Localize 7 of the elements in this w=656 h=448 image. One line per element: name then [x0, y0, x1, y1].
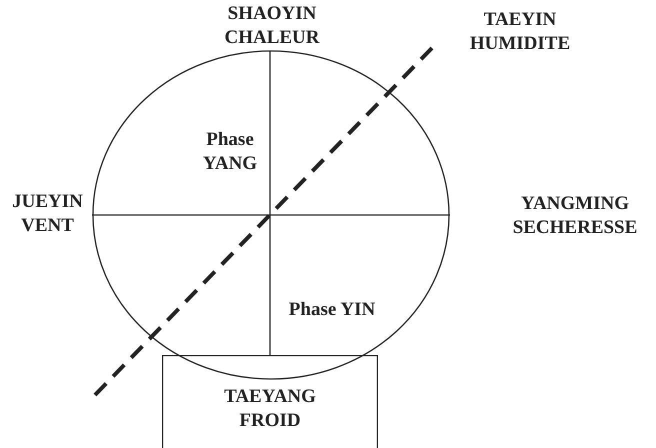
direction-label: SHAOYIN CHALEUR	[223, 2, 321, 50]
box-label: TAEYANG FROID	[223, 385, 317, 433]
direction-label: YANGMING SECHERESSE	[512, 192, 638, 240]
phase-label: Phase YIN	[288, 298, 376, 322]
direction-label: JUEYIN VENT	[11, 190, 84, 238]
direction-label: TAEYIN HUMIDITE	[468, 8, 572, 56]
phase-label: Phase YANG	[202, 128, 258, 176]
